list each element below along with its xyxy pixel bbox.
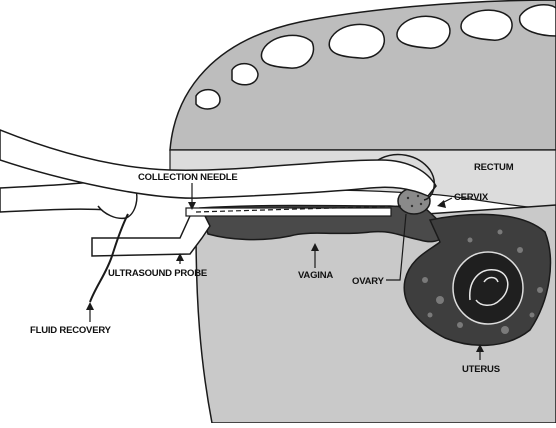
fluid-recovery-tube (90, 214, 128, 302)
label-ultrasound-probe: ULTRASOUND PROBE (108, 268, 207, 279)
label-collection-needle: COLLECTION NEEDLE (138, 172, 238, 183)
label-rectum: RECTUM (474, 162, 514, 173)
label-fluid-recovery: FLUID RECOVERY (30, 325, 112, 336)
label-ovary: OVARY (352, 276, 385, 287)
fetus-sac (453, 252, 523, 324)
label-uterus: UTERUS (462, 364, 500, 375)
ultrasound-probe (92, 210, 210, 256)
label-vagina: VAGINA (298, 270, 333, 281)
label-cervix: CERVIX (454, 192, 489, 203)
